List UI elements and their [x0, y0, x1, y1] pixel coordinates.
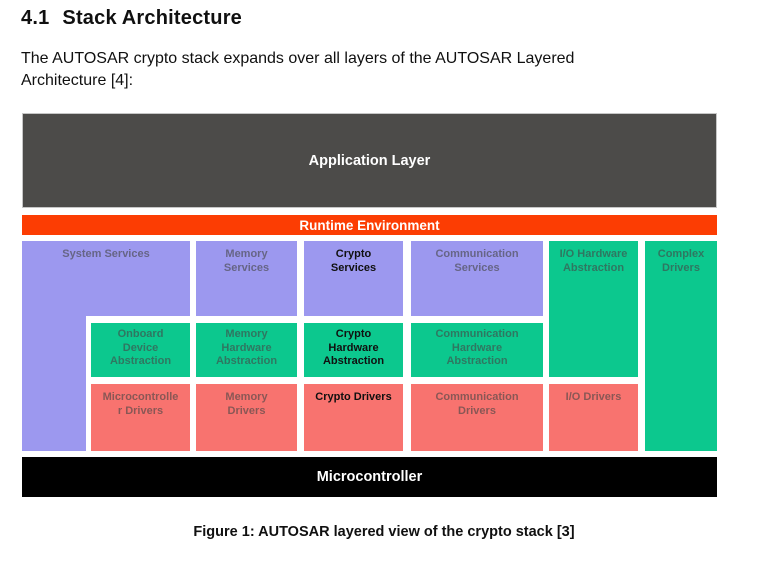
block-memory-services: Memory Services	[196, 241, 297, 316]
block-system-services: System Services	[22, 241, 190, 316]
block-crypto-drivers: Crypto Drivers	[304, 384, 403, 451]
block-microcontroller-drivers: Microcontrolle r Drivers	[91, 384, 190, 451]
block-communication-hardware-abstraction: Communication Hardware Abstraction	[411, 323, 543, 377]
block-crypto-hardware-abstraction: Crypto Hardware Abstraction	[304, 323, 403, 377]
figure-caption: Figure 1: AUTOSAR layered view of the cr…	[193, 524, 575, 540]
block-memory-drivers: Memory Drivers	[196, 384, 297, 451]
application-layer-block: Application Layer	[22, 113, 717, 208]
block-io-drivers: I/O Drivers	[549, 384, 638, 451]
block-onboard-device-abstraction: Onboard Device Abstraction	[91, 323, 190, 377]
section-heading: 4.1 Stack Architecture	[21, 7, 242, 30]
autosar-stack-figure: Application Layer Runtime Environment Sy…	[22, 113, 717, 497]
runtime-environment-block: Runtime Environment	[22, 215, 717, 235]
block-communication-services: Communication Services	[411, 241, 543, 316]
microcontroller-block: Microcontroller	[22, 457, 717, 497]
block-memory-hardware-abstraction: Memory Hardware Abstraction	[196, 323, 297, 377]
section-number: 4.1	[21, 7, 50, 29]
block-complex-drivers: Complex Drivers	[645, 241, 717, 451]
block-io-hardware-abstraction: I/O Hardware Abstraction	[549, 241, 638, 377]
block-crypto-services: Crypto Services	[304, 241, 403, 316]
block-communication-drivers: Communication Drivers	[411, 384, 543, 451]
section-title: Stack Architecture	[62, 7, 243, 29]
intro-paragraph: The AUTOSAR crypto stack expands over al…	[21, 50, 575, 89]
